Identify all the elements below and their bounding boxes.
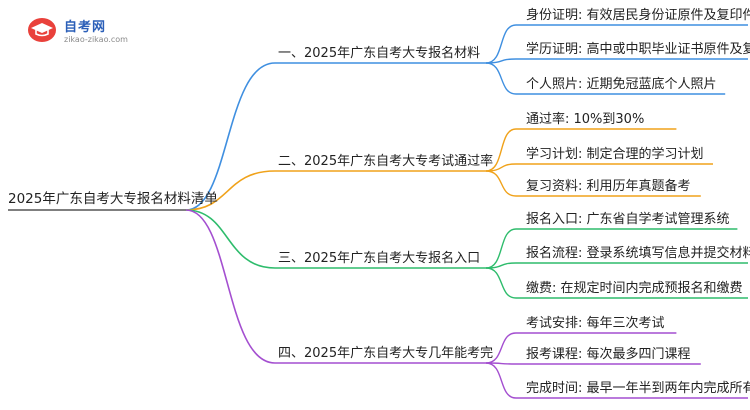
leaf-node-2-1: 通过率: 10%到30% xyxy=(526,111,644,127)
leaf-node-4-3: 完成时间: 最早一年半到两年内完成所有科目 xyxy=(526,380,750,396)
connector-branch-3-leaf-2 xyxy=(485,262,517,269)
connector-root-branch-3 xyxy=(185,209,276,269)
root-node: 2025年广东自考大专报名材料清单 xyxy=(8,191,218,207)
logo-url: zikao-zikao.com xyxy=(64,35,128,44)
connector-branch-4-leaf-1 xyxy=(485,332,517,364)
logo-name: 自考网 xyxy=(64,20,107,35)
connector-branch-3-leaf-3 xyxy=(485,267,517,299)
connector-branch-1-leaf-1 xyxy=(485,24,517,64)
connector-root-branch-1 xyxy=(185,62,276,211)
connector-root-branch-2 xyxy=(185,170,276,211)
connector-branch-2-leaf-1 xyxy=(485,128,517,172)
leaf-node-3-2: 报名流程: 登录系统填写信息并提交材料 xyxy=(526,245,750,261)
branch-2-label: 二、2025年广东自考大专考试通过率 xyxy=(278,153,493,169)
node-labels: 2025年广东自考大专报名材料清单 一、2025年广东自考大专报名材料 身份证明: … xyxy=(8,7,750,396)
connector-branch-1-leaf-2 xyxy=(485,58,517,64)
connector-root-branch-4 xyxy=(185,209,276,364)
branch-3-label: 三、2025年广东自考大专报名入口 xyxy=(278,250,480,266)
leaf-node-2-2: 学习计划: 制定合理的学习计划 xyxy=(526,146,704,162)
leaf-node-3-1: 报名入口: 广东省自学考试管理系统 xyxy=(526,211,730,227)
branch-1-label: 一、2025年广东自考大专报名材料 xyxy=(278,45,480,61)
leaf-node-4-1: 考试安排: 每年三次考试 xyxy=(526,315,665,331)
branch-4-label: 四、2025年广东自考大专几年能考完 xyxy=(278,346,493,361)
site-logo: 自考网 zikao-zikao.com xyxy=(28,14,168,50)
leaf-node-4-2: 报考课程: 每次最多四门课程 xyxy=(526,346,691,362)
leaf-node-1-1: 身份证明: 有效居民身份证原件及复印件 xyxy=(526,7,750,23)
graduation-cap-icon xyxy=(28,18,56,42)
leaf-node-1-2: 学历证明: 高中或中职毕业证书原件及复印件 xyxy=(526,41,750,57)
connector-branch-1-leaf-3 xyxy=(485,62,517,95)
connector-branch-3-leaf-1 xyxy=(485,228,517,269)
leaf-node-3-3: 缴费: 在规定时间内完成预报名和缴费 xyxy=(526,280,743,296)
leaf-node-1-3: 个人照片: 近期免冠蓝底个人照片 xyxy=(526,76,717,92)
connector-branch-2-leaf-3 xyxy=(485,170,517,197)
leaf-node-2-3: 复习资料: 利用历年真题备考 xyxy=(526,178,691,194)
connector-lines xyxy=(8,24,748,399)
connector-branch-4-leaf-3 xyxy=(485,362,517,399)
